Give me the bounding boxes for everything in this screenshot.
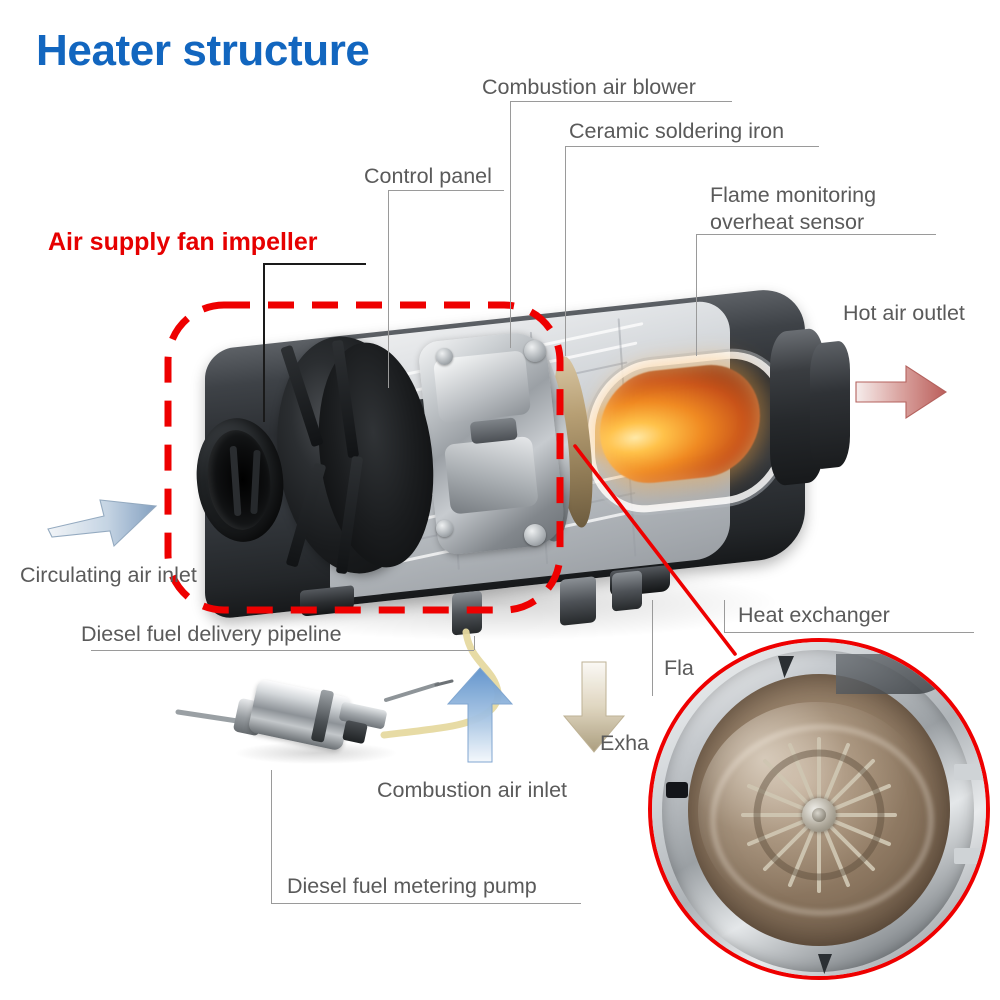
- leader-ceramic-soldering-iron-h: [565, 146, 819, 147]
- highlight-dashed-box: [164, 301, 564, 614]
- label-flame-tube: Fla: [664, 656, 694, 680]
- leader-diesel-pipeline-v: [474, 636, 475, 650]
- label-diesel-fuel-metering-pump: Diesel fuel metering pump: [287, 874, 537, 898]
- housing-boss-top: [524, 340, 546, 362]
- label-flame-monitoring-line1: Flame monitoring: [710, 183, 877, 207]
- label-heat-exchanger: Heat exchanger: [738, 603, 890, 627]
- inset-photo: [652, 642, 986, 976]
- label-air-supply-fan-impeller: Air supply fan impeller: [48, 228, 318, 256]
- leader-metering-pump-v: [271, 770, 272, 903]
- leader-heat-exchanger-h: [724, 632, 974, 633]
- inset-bowl-ring-sheen: [710, 724, 934, 916]
- inset-notch-right-lower: [954, 848, 986, 864]
- inset-notch-right-upper: [954, 764, 986, 780]
- inset-dark-slot: [666, 782, 688, 798]
- leader-combustion-air-blower-v: [510, 101, 511, 348]
- leader-combustion-air-blower-h: [510, 101, 732, 102]
- leader-flame-monitoring-v: [696, 234, 697, 356]
- leader-control-panel-v: [388, 190, 389, 388]
- housing-boss-left: [436, 348, 453, 365]
- label-flame-monitoring-overheat-sensor: Flame monitoring overheat sensor: [710, 182, 942, 236]
- combustion-air-inlet-arrow: [446, 667, 514, 763]
- pump-rod-left: [175, 709, 247, 725]
- label-hot-air-outlet: Hot air outlet: [843, 301, 965, 325]
- label-circulating-air-inlet: Circulating air inlet: [20, 563, 197, 587]
- label-ceramic-soldering-iron: Ceramic soldering iron: [569, 119, 785, 143]
- heat-exchanger-detail-magnifier[interactable]: [648, 638, 990, 980]
- pump-electrical-connector: [342, 719, 368, 745]
- leader-diesel-pipeline-h: [91, 650, 474, 651]
- hot-air-outlet-arrow: [855, 364, 948, 420]
- leader-flame-tube-v: [652, 600, 653, 696]
- leader-flame-monitoring-h: [696, 234, 936, 235]
- label-control-panel: Control panel: [364, 164, 492, 188]
- impeller-leader-line: [263, 263, 366, 422]
- leader-metering-pump-h: [271, 903, 581, 904]
- circulating-air-inlet-arrow: [47, 499, 158, 548]
- leader-ceramic-soldering-iron-v: [565, 146, 566, 356]
- leader-control-panel-h: [388, 190, 504, 191]
- pump-rod-tip: [434, 679, 454, 687]
- exhaust-arrow: [562, 661, 626, 753]
- inset-fan-hub-center: [812, 808, 826, 822]
- label-flame-monitoring-line2: overheat sensor: [710, 210, 865, 234]
- housing-boss-bottom: [524, 524, 546, 546]
- label-exhaust: Exha: [600, 731, 650, 755]
- inset-pointer-line: [573, 444, 737, 656]
- label-combustion-air-blower: Combustion air blower: [482, 75, 696, 99]
- label-diesel-fuel-delivery-pipeline: Diesel fuel delivery pipeline: [81, 622, 342, 646]
- label-combustion-air-inlet: Combustion air inlet: [377, 778, 568, 802]
- leader-heat-exchanger-v: [724, 600, 725, 632]
- page-title: Heater structure: [36, 26, 370, 75]
- pump-rod-right: [384, 682, 440, 702]
- housing-boss-lleft: [436, 520, 453, 537]
